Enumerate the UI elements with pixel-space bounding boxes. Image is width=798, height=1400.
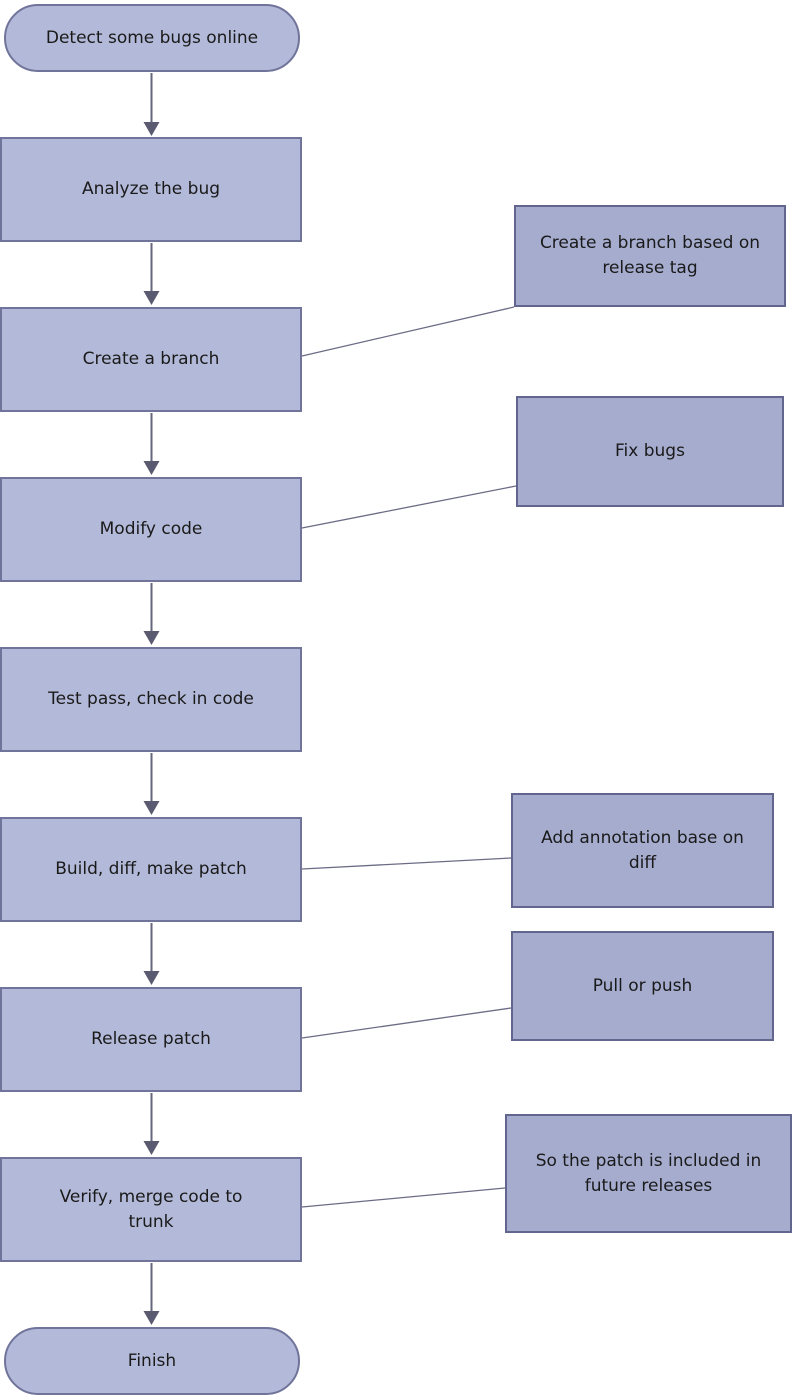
node-build-diff-patch-label: Build, diff, make patch: [55, 859, 247, 880]
note-add-annotation-base-on-diff: Add annotation base on diff: [511, 793, 774, 908]
node-build-diff-patch: Build, diff, make patch: [0, 817, 302, 922]
note-label: So the patch is included in future relea…: [535, 1150, 762, 1196]
note-patch-included-future-releases: So the patch is included in future relea…: [505, 1114, 792, 1233]
note-label: Create a branch based on release tag: [539, 233, 761, 278]
note-create-branch-based-on-release-tag: Create a branch based on release tag: [514, 205, 786, 307]
node-create-branch-label: Create a branch: [82, 349, 220, 370]
node-finish: Finish: [4, 1327, 300, 1395]
note-pull-or-push: Pull or push: [511, 931, 774, 1041]
note-label: Add annotation base on diff: [541, 827, 744, 873]
node-analyze-bug: Analyze the bug: [0, 137, 302, 242]
node-create-branch: Create a branch: [0, 307, 302, 412]
node-analyze-bug-label: Analyze the bug: [81, 179, 221, 200]
node-test-pass: Test pass, check in code: [0, 647, 302, 752]
node-release-patch-label: Release patch: [91, 1029, 211, 1050]
node-verify-merge: Verify, merge code to trunk: [0, 1157, 302, 1262]
node-modify-code-label: Modify code: [99, 519, 203, 540]
note-label: Pull or push: [592, 975, 693, 996]
note-fix-bugs: Fix bugs: [516, 396, 784, 507]
node-start-label: Detect some bugs online: [45, 27, 259, 48]
note-label: Fix bugs: [615, 441, 685, 462]
node-release-patch: Release patch: [0, 987, 302, 1092]
node-start: Detect some bugs online: [4, 4, 300, 72]
note-connector: [301, 306, 517, 1208]
node-verify-merge-label: Verify, merge code to trunk: [59, 1186, 243, 1232]
node-modify-code: Modify code: [0, 477, 302, 582]
node-test-pass-label: Test pass, check in code: [48, 689, 254, 710]
node-finish-label: Finish: [127, 1350, 177, 1371]
